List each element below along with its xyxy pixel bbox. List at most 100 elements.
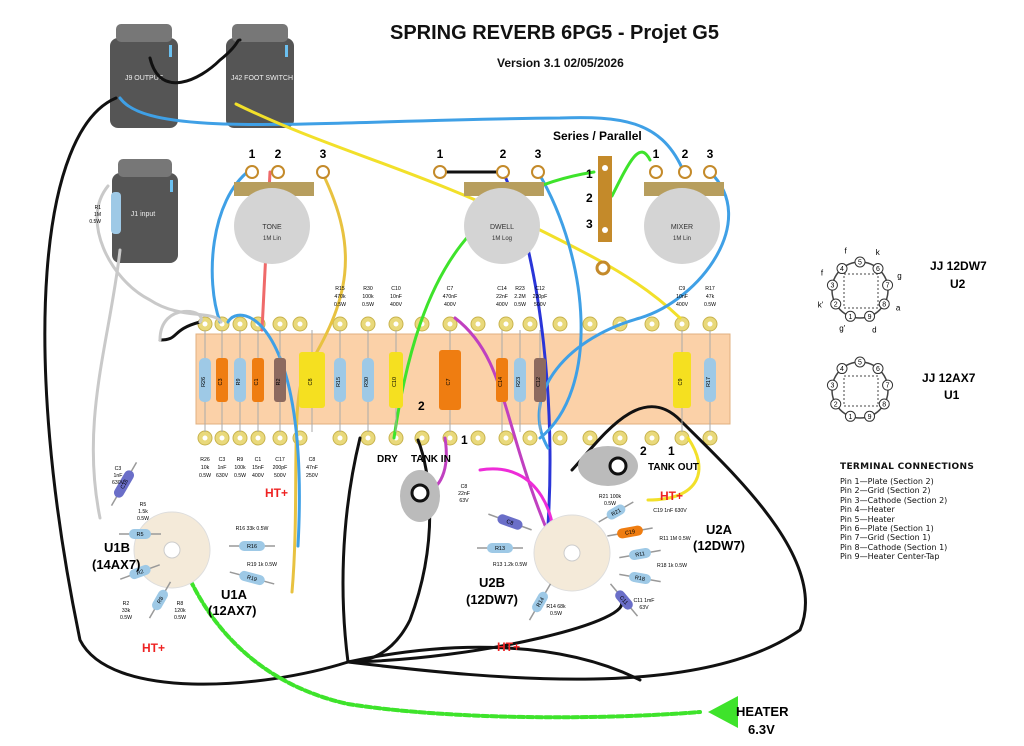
grey-wire-input	[95, 184, 223, 324]
component-r16: R16	[229, 541, 275, 551]
terminal-pin: Pin 2—Grid (Section 2)	[840, 486, 931, 496]
pot-mixer[interactable]: MIXER 1M Lin	[644, 182, 724, 264]
svg-text:C7: C7	[446, 378, 452, 385]
black-wire-jack	[148, 38, 242, 85]
u1b-name: U1B	[104, 540, 130, 555]
pinout-pin	[864, 310, 876, 322]
component-r5: R5	[119, 529, 161, 539]
board-top-labels: R15470k0.5WR30100k0.5WC1010nF400VC7470nF…	[334, 286, 716, 308]
pinout-pin	[830, 298, 842, 310]
svg-text:R17: R17	[705, 286, 715, 292]
svg-text:7: 7	[886, 283, 890, 290]
yellow-wire-tankout	[646, 436, 701, 502]
r1-power: 0.5W	[89, 219, 101, 225]
svg-text:100k: 100k	[234, 465, 246, 471]
pinout-pin-label: d	[872, 325, 876, 334]
pot-lug	[433, 165, 447, 179]
svg-text:C12: C12	[535, 286, 545, 292]
svg-text:R11 1M 0.5W: R11 1M 0.5W	[659, 536, 690, 542]
black-wire-board	[158, 320, 202, 342]
terminal-pin: Pin 3—Cathode (Section 2)	[840, 495, 948, 505]
svg-text:47nF: 47nF	[306, 465, 318, 471]
pinout-u1-sub: U1	[944, 388, 960, 402]
tube-socket-u2	[533, 514, 611, 592]
grey-wire-board	[158, 309, 203, 342]
ht-label-1: HT+	[265, 486, 288, 500]
svg-text:C7: C7	[447, 286, 454, 292]
component-label: C19 1nF 630V	[653, 508, 687, 514]
svg-text:2: 2	[834, 302, 838, 309]
svg-text:3: 3	[830, 283, 834, 290]
pot-tone[interactable]: TONE 1M Lin	[234, 182, 314, 264]
tank-out-jack[interactable]	[578, 446, 638, 486]
pot-dwell[interactable]: DWELL 1M Log	[464, 182, 544, 264]
grey-wire-input-2	[91, 248, 122, 520]
svg-text:R21: R21	[611, 508, 623, 518]
series-parallel-switch[interactable]: Series / Parallel 1 2 3	[553, 129, 642, 276]
component-c16: C16	[110, 461, 138, 507]
terminal-pin: Pin 7—Grid (Section 1)	[840, 533, 931, 543]
terminal-pin: Pin 1—Plate (Section 2)	[840, 477, 934, 486]
svg-text:1nF: 1nF	[114, 473, 123, 479]
svg-text:R8: R8	[177, 601, 184, 607]
svg-text:R16 33k 0.5W: R16 33k 0.5W	[236, 526, 269, 532]
tank-in-label: TANK IN	[411, 454, 451, 465]
svg-text:6: 6	[876, 366, 880, 373]
tank-in-pin1: 1	[461, 433, 468, 447]
tank-out-pin1: 1	[668, 444, 675, 458]
svg-text:R23: R23	[515, 286, 525, 292]
svg-text:2.2M: 2.2M	[514, 294, 526, 300]
pinout-pin	[830, 398, 842, 410]
pot-mixer-value: 1M Lin	[673, 236, 691, 242]
dry-label: DRY	[377, 454, 398, 465]
offboard-components: C16R5R2R8R16R19C8R13R14R21C19R11R18C11C3…	[110, 461, 691, 621]
pot-lug-number: 3	[320, 147, 327, 161]
tank-in-jack[interactable]	[400, 470, 440, 522]
svg-text:C1: C1	[254, 378, 260, 385]
svg-text:C8: C8	[308, 378, 314, 385]
svg-text:400V: 400V	[390, 302, 403, 308]
pinout-pin	[878, 398, 890, 410]
svg-text:C11: C11	[618, 595, 629, 606]
board-component-c8: C8	[299, 352, 325, 408]
svg-text:4: 4	[840, 266, 844, 273]
tube-socket-u1	[133, 511, 211, 589]
pot-dwell-value: 1M Log	[492, 236, 512, 242]
board-component-r17: R17	[704, 358, 716, 402]
svg-text:9: 9	[868, 414, 872, 421]
svg-text:C8: C8	[309, 457, 316, 463]
svg-text:10nF: 10nF	[676, 294, 688, 300]
svg-text:C19: C19	[625, 529, 636, 537]
svg-text:R9: R9	[236, 378, 242, 385]
svg-text:0.5W: 0.5W	[137, 516, 149, 522]
component-r14: R14	[528, 583, 552, 621]
svg-text:R26: R26	[200, 457, 210, 463]
board-component-c3: C3	[216, 358, 228, 402]
svg-text:0.5W: 0.5W	[120, 615, 132, 621]
board-component-c12: C12	[534, 358, 546, 402]
pot-mixer-name: MIXER	[671, 224, 693, 231]
board-component-r30: R30	[362, 358, 374, 402]
pot-lug-number: 3	[535, 147, 542, 161]
pinout-pin	[826, 379, 838, 391]
svg-text:C9: C9	[679, 286, 686, 292]
pinout-12ax7: JJ 12AX7 U1	[831, 361, 976, 419]
svg-text:400V: 400V	[496, 302, 509, 308]
pot-dwell-name: DWELL	[490, 224, 514, 231]
switch-pin-2: 2	[586, 191, 593, 205]
svg-text:15nF: 15nF	[252, 465, 264, 471]
pinout-pin	[864, 410, 876, 422]
svg-text:10nF: 10nF	[390, 294, 402, 300]
pinout-pin	[872, 363, 884, 375]
svg-text:1nF: 1nF	[218, 465, 227, 471]
svg-text:R19: R19	[246, 575, 257, 583]
svg-text:R2: R2	[136, 569, 145, 577]
wiring	[43, 38, 807, 720]
svg-text:630V: 630V	[216, 473, 229, 479]
svg-text:6: 6	[876, 266, 880, 273]
svg-text:R15: R15	[335, 286, 345, 292]
pinout-pin-label: k'	[818, 300, 824, 309]
